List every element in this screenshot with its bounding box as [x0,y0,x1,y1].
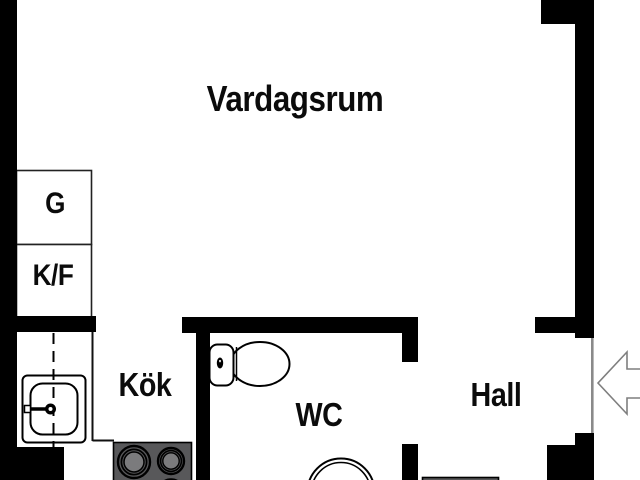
wall-bottom-right-block [547,445,594,480]
toilet-bowl [229,341,291,387]
wall-left [0,0,17,447]
toilet-icon [208,341,291,387]
walls [0,0,594,480]
flush-button-slot [219,360,221,363]
room-label-kok: Kök [118,366,172,403]
cabinet-label-wardrobe: G [45,187,65,220]
wardrobe-cabinet-box [15,169,93,246]
wall-right-upper [575,0,594,338]
burner-ring [116,444,152,480]
stove-icon [112,441,193,480]
wall-wc-door-upper-stub [402,333,418,362]
wall-wc-door-lower-stub [402,444,418,480]
cabinet-label-fridge-freezer: K/F [32,259,74,292]
burner-ring [120,448,148,476]
fridge-freezer-box [15,243,93,319]
washbasin-icon [308,457,374,480]
burner-plate [162,452,180,470]
room-label-hall: Hall [470,376,522,413]
wall-kitchen-top [0,316,96,332]
wall-bottom-left-block [0,447,64,480]
burner-plate [123,451,145,473]
wall-entry-top-stub [535,317,580,333]
room-label-wc: WC [295,396,343,433]
faucet-knob-center [48,407,53,411]
basin-outer [308,457,374,480]
doormat [421,476,500,480]
entrance-threshold-line [591,338,594,433]
faucet-base [23,404,32,414]
entrance-arrow-icon [596,349,640,417]
wall-wc-left [196,333,210,480]
wall-wc-hall-top [182,317,418,333]
basin-inner [313,461,369,480]
flush-button [216,357,224,369]
room-label-vardagsrum: Vardagsrum [206,78,384,119]
burner-ring [159,449,183,473]
burner-ring [156,446,186,476]
